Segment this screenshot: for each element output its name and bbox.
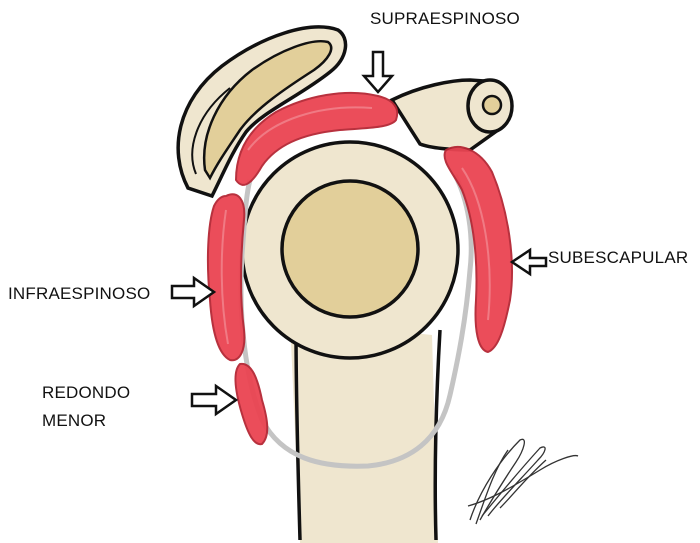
signature-scribble (468, 439, 578, 524)
arrow-redondo-menor (192, 386, 236, 414)
label-subescapular: SUBESCAPULAR (548, 247, 688, 269)
arrow-subescapular (512, 250, 546, 274)
label-redondo-menor: REDONDO MENOR (42, 379, 130, 435)
label-redondo-menor-line2: MENOR (42, 407, 130, 435)
arrow-supraespinoso (364, 52, 392, 92)
label-redondo-menor-line1: REDONDO (42, 379, 130, 407)
humeral-head (242, 142, 458, 358)
label-supraespinoso: SUPRAESPINOSO (370, 8, 520, 30)
coracoid-process (392, 80, 512, 150)
redondo-menor-muscle (236, 364, 268, 444)
label-infraespinoso: INFRAESPINOSO (8, 283, 150, 305)
